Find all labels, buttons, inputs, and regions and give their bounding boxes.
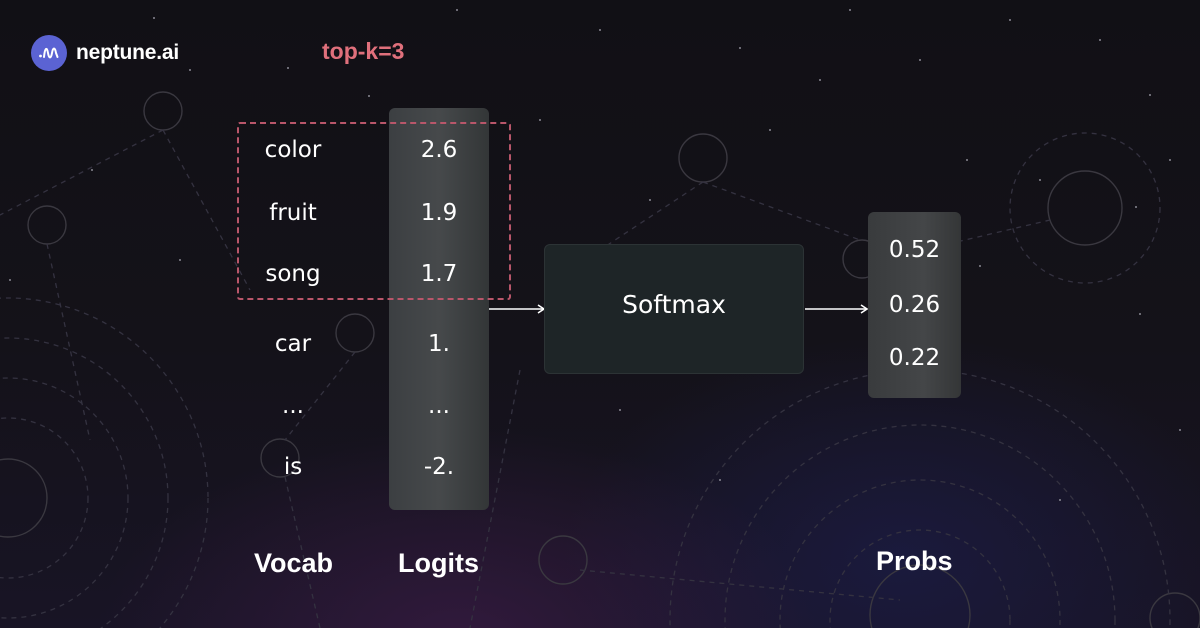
logit-value: -2.: [423, 454, 455, 480]
waveform-icon: [31, 35, 67, 71]
vocab-word: is: [283, 454, 303, 480]
topk-label: top-k=3: [322, 38, 405, 64]
logit-value: 2.6: [420, 137, 458, 163]
topk-selection-box: [237, 122, 511, 300]
logit-ellipsis: ...: [428, 393, 450, 419]
prob-value: 0.26: [888, 292, 941, 318]
arrow-right-icon: [805, 304, 869, 314]
logit-value: 1.7: [420, 261, 458, 287]
vocab-word: fruit: [269, 200, 317, 226]
logits-title: Logits: [398, 548, 479, 578]
arrow-right-icon: [489, 304, 546, 314]
prob-value: 0.52: [888, 237, 941, 263]
vocab-word: song: [265, 261, 321, 287]
vocab-word: car: [274, 331, 312, 357]
brand-name: neptune.ai: [76, 41, 180, 64]
prob-value: 0.22: [888, 345, 941, 371]
vocab-word: color: [264, 137, 322, 163]
softmax-block: Softmax: [544, 244, 804, 374]
probs-column: [868, 212, 961, 398]
logits-column: [389, 108, 489, 510]
vocab-title: Vocab: [254, 548, 334, 578]
probs-title: Probs: [876, 546, 953, 576]
softmax-label: Softmax: [622, 289, 726, 319]
vocab-ellipsis: ...: [282, 393, 304, 419]
logit-value: 1.: [428, 331, 450, 357]
brand-logo: neptune.ai: [31, 35, 179, 71]
logit-value: 1.9: [420, 200, 458, 226]
